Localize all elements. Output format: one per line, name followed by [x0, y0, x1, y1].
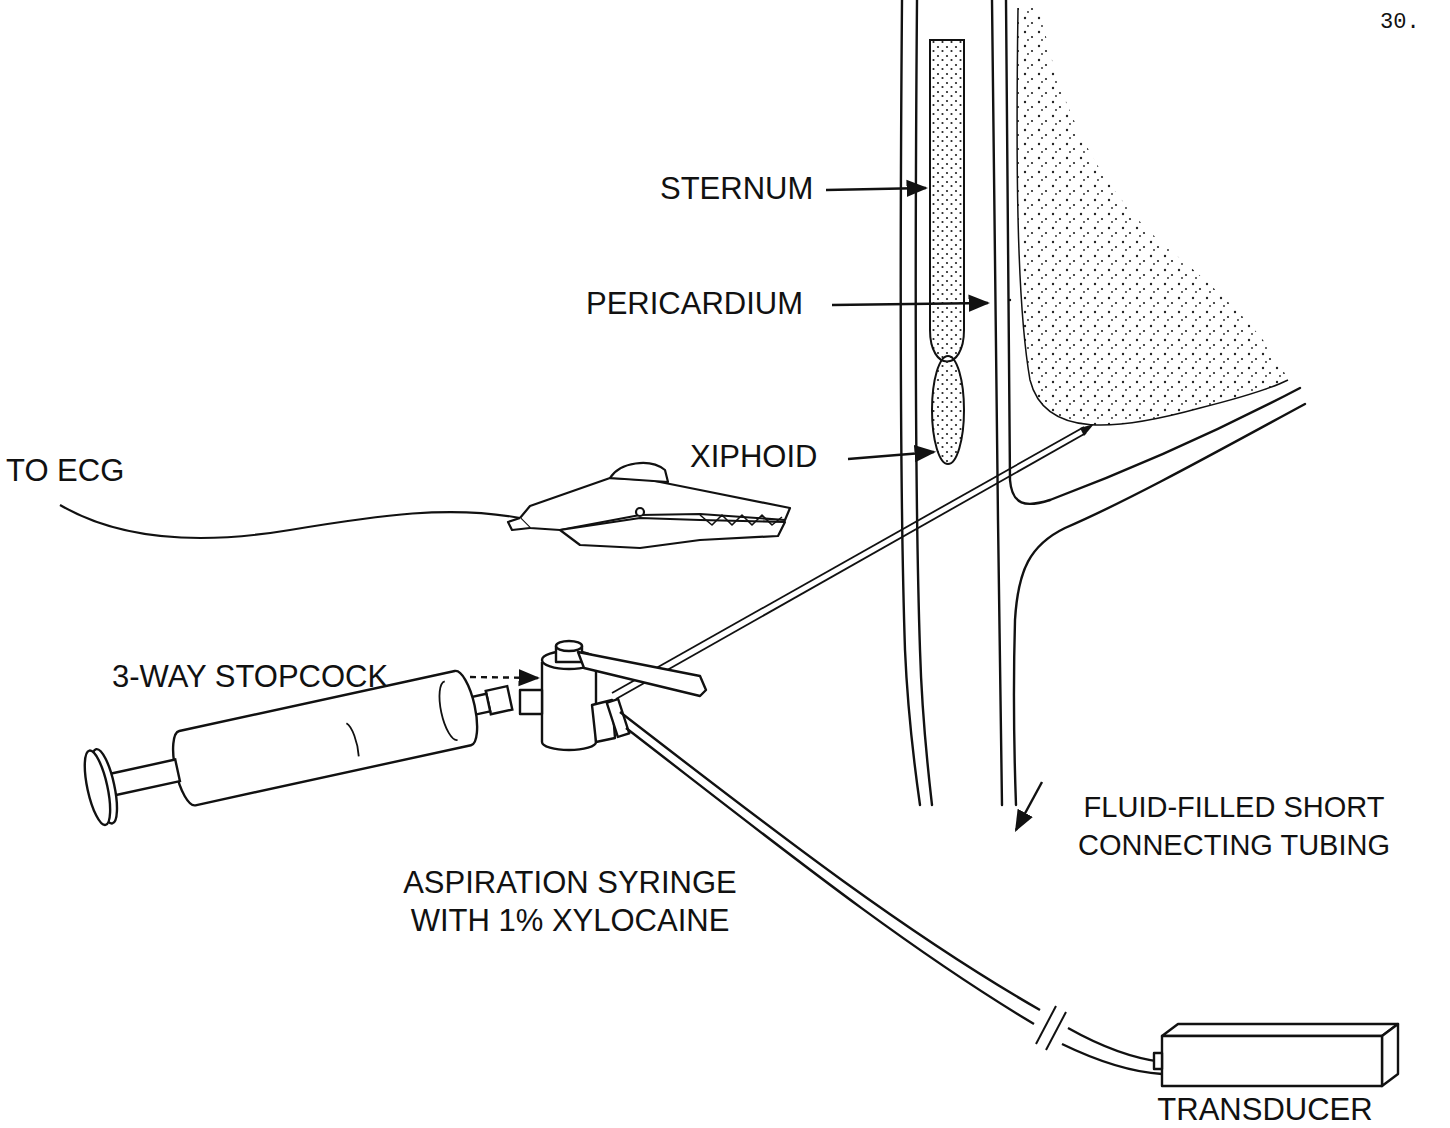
- device-label: TRANSDUCER: [1130, 1092, 1400, 1128]
- part-label: PERICARDIUM: [586, 285, 803, 323]
- sternum-bone: [930, 40, 964, 362]
- part-label: 3-WAY STOPCOCK: [112, 658, 388, 696]
- leader-line: [470, 677, 538, 678]
- transducer-outline: [1130, 1020, 1400, 1096]
- ecg-wire: [60, 505, 520, 538]
- stopcock: [520, 641, 706, 750]
- leader-line: [832, 303, 988, 305]
- heart-border: [1017, 8, 1288, 425]
- part-label: ASPIRATION SYRINGE WITH 1% XYLOCAINE: [370, 864, 770, 940]
- part-label: STERNUM: [660, 170, 813, 208]
- leader-line: [1016, 782, 1042, 830]
- page-number: 30.: [1380, 4, 1420, 42]
- leader-line: [848, 452, 934, 459]
- leader-line: [826, 188, 926, 190]
- alligator-clip: [508, 463, 790, 548]
- pericardium-line: [992, 0, 1002, 805]
- heart: [1017, 8, 1288, 425]
- part-label: XIPHOID: [690, 438, 817, 476]
- needle-tip: [1080, 424, 1094, 436]
- diaphragm-line: [1014, 404, 1305, 805]
- wire-label: TO ECG: [6, 452, 124, 490]
- part-label: FLUID-FILLED SHORT CONNECTING TUBING: [1024, 788, 1444, 864]
- needle: [612, 427, 1084, 693]
- needle: [616, 433, 1086, 699]
- transducer-box: TRANSDUCER: [1130, 1020, 1400, 1128]
- xiphoid-bone: [932, 356, 964, 464]
